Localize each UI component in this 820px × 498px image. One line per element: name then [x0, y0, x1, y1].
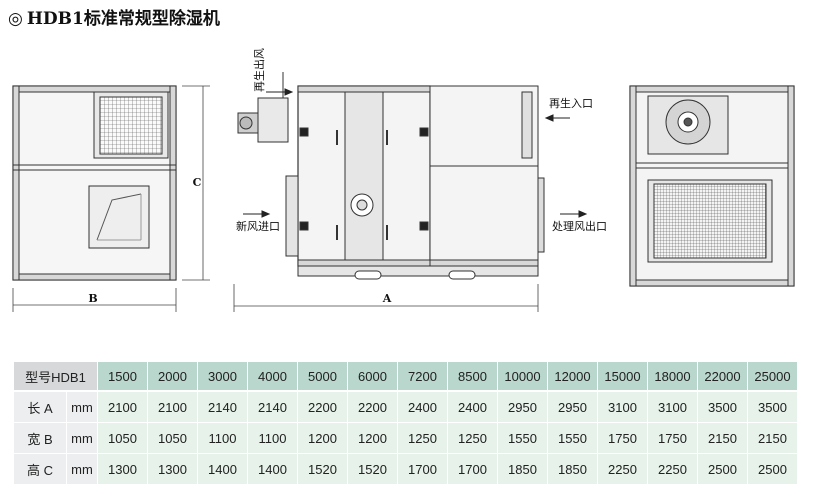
- table-cell: 2140: [198, 392, 248, 423]
- table-cell: 1250: [398, 423, 448, 454]
- table-cell: 1750: [598, 423, 648, 454]
- table-cell: 2100: [98, 392, 148, 423]
- technical-drawing: B C A: [12, 48, 795, 312]
- row-label: 宽 B: [14, 423, 67, 454]
- row-unit: mm: [67, 454, 98, 485]
- table-cell: 1850: [548, 454, 598, 485]
- table-cell: 2250: [648, 454, 698, 485]
- table-cell: 2950: [498, 392, 548, 423]
- table-cell: 2150: [698, 423, 748, 454]
- table-cell: 1300: [98, 454, 148, 485]
- model-cell: 12000: [548, 362, 598, 392]
- table-cell: 1700: [448, 454, 498, 485]
- table-cell: 1400: [198, 454, 248, 485]
- table-cell: 1200: [298, 423, 348, 454]
- table-cell: 2200: [348, 392, 398, 423]
- side-view-left: [12, 85, 177, 281]
- dim-lines-middle: [233, 284, 539, 312]
- table-cell: 2400: [448, 392, 498, 423]
- model-cell: 15000: [598, 362, 648, 392]
- label-process-out: 处理风出口: [552, 219, 607, 233]
- title-mark: ◎: [8, 9, 23, 29]
- side-view-right: [629, 85, 795, 287]
- model-cell: 2000: [148, 362, 198, 392]
- spec-table: 型号HDB1 1500 2000 3000 4000 5000 6000 720…: [14, 362, 798, 485]
- model-cell: 1500: [98, 362, 148, 392]
- table-cell: 1200: [348, 423, 398, 454]
- table-cell: 1550: [498, 423, 548, 454]
- model-cell: 6000: [348, 362, 398, 392]
- table-cell: 1400: [248, 454, 298, 485]
- dim-a-label: A: [382, 292, 392, 305]
- table-cell: 3100: [648, 392, 698, 423]
- model-cell: 5000: [298, 362, 348, 392]
- model-cell: 25000: [748, 362, 798, 392]
- table-cell: 1850: [498, 454, 548, 485]
- dim-c-label: C: [193, 176, 202, 189]
- dim-b-label: B: [88, 292, 97, 305]
- title-text: HDB1标准常规型除湿机: [26, 9, 220, 29]
- table-cell: 2500: [748, 454, 798, 485]
- airflow-arrows: [243, 88, 588, 218]
- table-cell: 1750: [648, 423, 698, 454]
- table-cell: 2250: [598, 454, 648, 485]
- table-cell: 1700: [398, 454, 448, 485]
- row-unit: mm: [67, 423, 98, 454]
- table-cell: 3100: [598, 392, 648, 423]
- table-cell: 2500: [698, 454, 748, 485]
- table-cell: 1550: [548, 423, 598, 454]
- page-title: ◎HDB1标准常规型除湿机: [8, 4, 220, 29]
- table-cell: 2400: [398, 392, 448, 423]
- dim-lines-left: [12, 85, 210, 312]
- table-cell: 2140: [248, 392, 298, 423]
- model-cell: 4000: [248, 362, 298, 392]
- model-cell: 10000: [498, 362, 548, 392]
- table-header-row: 型号HDB1 1500 2000 3000 4000 5000 6000 720…: [14, 362, 798, 392]
- table-row-height: 高 C mm 1300 1300 1400 1400 1520 1520 170…: [14, 454, 798, 485]
- table-cell: 3500: [748, 392, 798, 423]
- table-row-width: 宽 B mm 1050 1050 1100 1100 1200 1200 125…: [14, 423, 798, 454]
- model-cell: 22000: [698, 362, 748, 392]
- table-cell: 1520: [298, 454, 348, 485]
- row-label: 高 C: [14, 454, 67, 485]
- label-regen-out: 再生出风: [252, 48, 266, 92]
- table-cell: 1100: [198, 423, 248, 454]
- model-label-cell: 型号HDB1: [14, 362, 98, 392]
- table-cell: 1100: [248, 423, 298, 454]
- row-unit: mm: [67, 392, 98, 423]
- label-fresh-in: 新风进口: [236, 219, 280, 233]
- table-cell: 2150: [748, 423, 798, 454]
- model-cell: 3000: [198, 362, 248, 392]
- label-regen-in: 再生入口: [549, 96, 593, 110]
- table-cell: 1050: [148, 423, 198, 454]
- model-cell: 18000: [648, 362, 698, 392]
- front-view-middle: [237, 72, 545, 280]
- model-cell: 7200: [398, 362, 448, 392]
- table-cell: 3500: [698, 392, 748, 423]
- table-cell: 1250: [448, 423, 498, 454]
- table-cell: 2100: [148, 392, 198, 423]
- table-cell: 2950: [548, 392, 598, 423]
- table-cell: 1300: [148, 454, 198, 485]
- row-label: 长 A: [14, 392, 67, 423]
- table-cell: 1050: [98, 423, 148, 454]
- table-row-length: 长 A mm 2100 2100 2140 2140 2200 2200 240…: [14, 392, 798, 423]
- table-cell: 1520: [348, 454, 398, 485]
- model-cell: 8500: [448, 362, 498, 392]
- table-cell: 2200: [298, 392, 348, 423]
